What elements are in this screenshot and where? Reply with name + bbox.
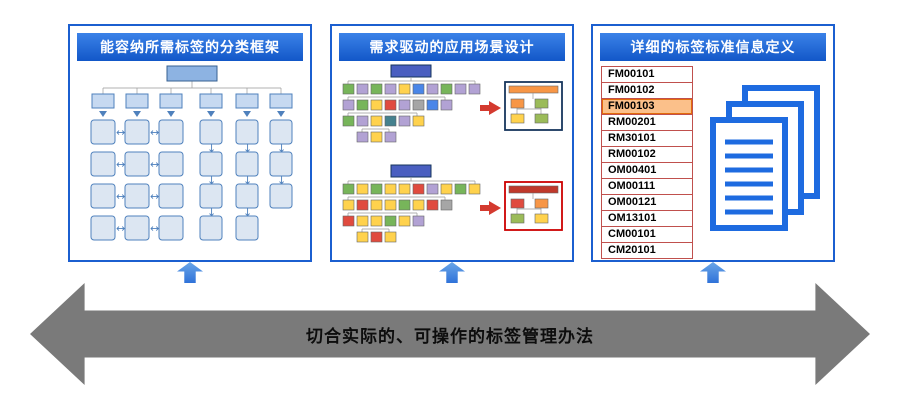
code-row: RM00102	[602, 147, 692, 163]
document-stack-icon	[710, 85, 820, 231]
svg-text:↓: ↓	[207, 174, 216, 187]
up-arrow-standard	[700, 262, 726, 283]
classification-tree-diagram: ↔ ↔ ↔ ↔ ↔ ↔ ↔ ↔ ↓ ↓ ↓ ↓ ↓ ↓ ↓ ↓	[90, 65, 293, 241]
svg-text:↓: ↓	[207, 142, 216, 155]
code-row-highlighted: FM00103	[602, 99, 692, 115]
code-row: FM00102	[602, 83, 692, 99]
svg-text:↔: ↔	[150, 126, 159, 139]
label-code-table: FM00101 FM00102 FM00103 RM00201 RM30101 …	[601, 66, 693, 259]
svg-text:↔: ↔	[116, 190, 125, 203]
code-row: RM00201	[602, 115, 692, 131]
bottom-arrow-label: 切合实际的、可操作的标签管理办法	[306, 326, 594, 346]
panel-label-standard: 详细的标签标准信息定义 FM00101 FM00102 FM00103 RM00…	[591, 24, 835, 262]
up-arrow-classification	[177, 262, 203, 283]
code-row: OM00121	[602, 195, 692, 211]
bottom-double-arrow: 切合实际的、可操作的标签管理办法	[30, 283, 870, 385]
scenario-callout-b	[504, 181, 563, 231]
svg-text:↓: ↓	[277, 174, 286, 187]
svg-text:↓: ↓	[277, 142, 286, 155]
svg-text:↔: ↔	[116, 126, 125, 139]
code-row: OM13101	[602, 211, 692, 227]
panel-scenario-design: 需求驱动的应用场景设计	[330, 24, 574, 262]
scenario-tree-diagram	[342, 64, 563, 243]
svg-text:↓: ↓	[243, 142, 252, 155]
code-row: FM00101	[602, 67, 692, 83]
panel-classification-title: 能容纳所需标签的分类框架	[77, 33, 303, 61]
up-arrow-scenario	[439, 262, 465, 283]
code-row: CM20101	[602, 243, 692, 259]
panel-standard-title: 详细的标签标准信息定义	[600, 33, 826, 61]
code-row: OM00111	[602, 179, 692, 195]
svg-text:↔: ↔	[150, 190, 159, 203]
code-row: OM00401	[602, 163, 692, 179]
svg-text:↔: ↔	[150, 158, 159, 171]
scenario-callout-a	[504, 81, 563, 131]
panel-classification-framework: 能容纳所需标签的分类框架 ↔ ↔ ↔ ↔ ↔ ↔ ↔ ↔	[68, 24, 312, 262]
svg-text:↔: ↔	[150, 222, 159, 235]
svg-text:↓: ↓	[207, 206, 216, 219]
svg-text:↔: ↔	[116, 222, 125, 235]
svg-text:↓: ↓	[243, 174, 252, 187]
svg-text:↓: ↓	[243, 206, 252, 219]
code-row: RM30101	[602, 131, 692, 147]
svg-text:↔: ↔	[116, 158, 125, 171]
code-row: CM00101	[602, 227, 692, 243]
panel-scenario-title: 需求驱动的应用场景设计	[339, 33, 565, 61]
